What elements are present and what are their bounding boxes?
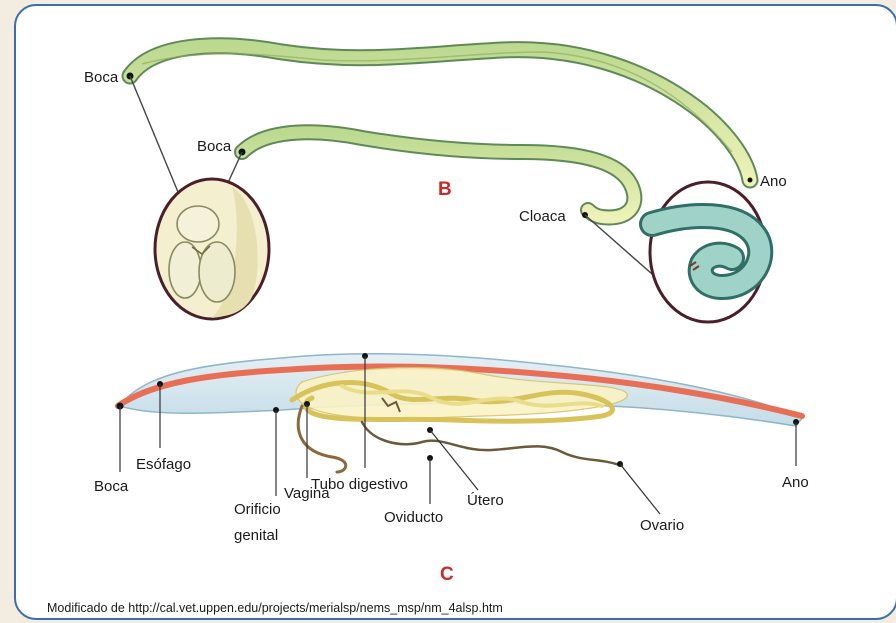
female-worm (117, 353, 803, 514)
section-c-label: C (440, 564, 454, 585)
upper-anus-point (748, 178, 753, 183)
c-uterus-label: Útero (467, 492, 504, 509)
source-credit: Modificado de http://cal.vet.uppen.edu/p… (47, 601, 503, 615)
c-mouth-label: Boca (94, 478, 129, 495)
nematode-anatomy-diagram: B C Boca Ano Boca Cloaca Boca Esófago Or… (16, 6, 896, 620)
tail-zoom-circle (585, 182, 766, 322)
middle-mouth-label: Boca (197, 138, 232, 155)
upper-mouth-label: Boca (84, 69, 119, 86)
upper-worm (127, 46, 753, 183)
middle-cloaca-label: Cloaca (519, 208, 566, 225)
section-b-label: B (438, 179, 452, 200)
c-genital-label-1: Orificio (234, 501, 281, 518)
c-oviduct-label: Oviducto (384, 509, 443, 526)
middle-worm (239, 132, 635, 218)
c-esophagus-label: Esófago (136, 456, 191, 473)
upper-anus-label: Ano (760, 173, 787, 190)
c-genital-label-2: genital (234, 527, 278, 544)
mouth-zoom-circle (130, 76, 269, 319)
diagram-frame: B C Boca Ano Boca Cloaca Boca Esófago Or… (14, 4, 896, 620)
c-ovary-label: Ovario (640, 517, 684, 534)
c-anus-label: Ano (782, 474, 809, 491)
c-digestive-label: Tubo digestivo (311, 476, 408, 493)
